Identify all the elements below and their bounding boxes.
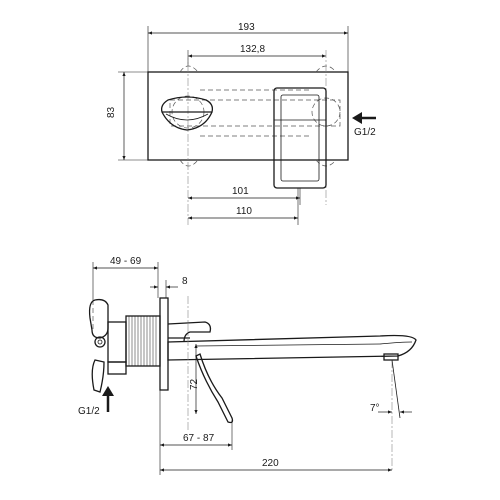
side-inlet-label: G1/2 bbox=[78, 406, 100, 417]
mounting-body bbox=[88, 298, 161, 393]
lever-handle bbox=[273, 87, 327, 189]
dimension-reach: 220 bbox=[160, 458, 392, 472]
dimension-plate-thickness: 8 bbox=[150, 276, 188, 298]
dim-67-87-label: 67 - 87 bbox=[183, 433, 215, 444]
side-wall-plate bbox=[159, 297, 169, 391]
dim-132-8-label: 132,8 bbox=[240, 44, 265, 55]
dimension-wall-depth: 49 - 69 bbox=[92, 256, 159, 300]
dim-220-label: 220 bbox=[262, 458, 279, 469]
dimension-height: 83 bbox=[106, 71, 148, 161]
front-inlet: G1/2 bbox=[352, 112, 376, 138]
dim-7-deg-label: 7° bbox=[370, 403, 380, 414]
front-inlet-label: G1/2 bbox=[354, 127, 376, 138]
dim-49-69-label: 49 - 69 bbox=[110, 256, 142, 267]
side-lever bbox=[167, 321, 234, 424]
dimension-handle-to-inlet: 132,8 bbox=[187, 44, 326, 66]
dimension-drop: 72 bbox=[189, 344, 200, 414]
dim-101-label: 101 bbox=[232, 186, 249, 197]
dimension-101: 101 bbox=[188, 186, 301, 205]
side-spout bbox=[167, 334, 417, 361]
dimension-110: 110 bbox=[188, 188, 299, 225]
dimension-angle: 7° bbox=[370, 359, 412, 419]
side-view: 49 - 69 8 bbox=[78, 256, 417, 475]
dimension-67-87: 67 - 87 bbox=[159, 390, 233, 475]
hidden-mounting-body bbox=[169, 65, 341, 167]
front-view: 193 132,8 bbox=[106, 22, 376, 225]
dim-83-label: 83 bbox=[106, 106, 117, 118]
dim-72-label: 72 bbox=[189, 378, 200, 390]
spout-outlet bbox=[160, 96, 214, 131]
dimension-total-width: 193 bbox=[147, 22, 349, 72]
wall-plate bbox=[147, 71, 349, 161]
side-inlet: G1/2 bbox=[78, 386, 114, 417]
dim-193-label: 193 bbox=[238, 22, 255, 33]
dim-8-label: 8 bbox=[182, 276, 188, 287]
dim-110-label: 110 bbox=[236, 206, 252, 217]
